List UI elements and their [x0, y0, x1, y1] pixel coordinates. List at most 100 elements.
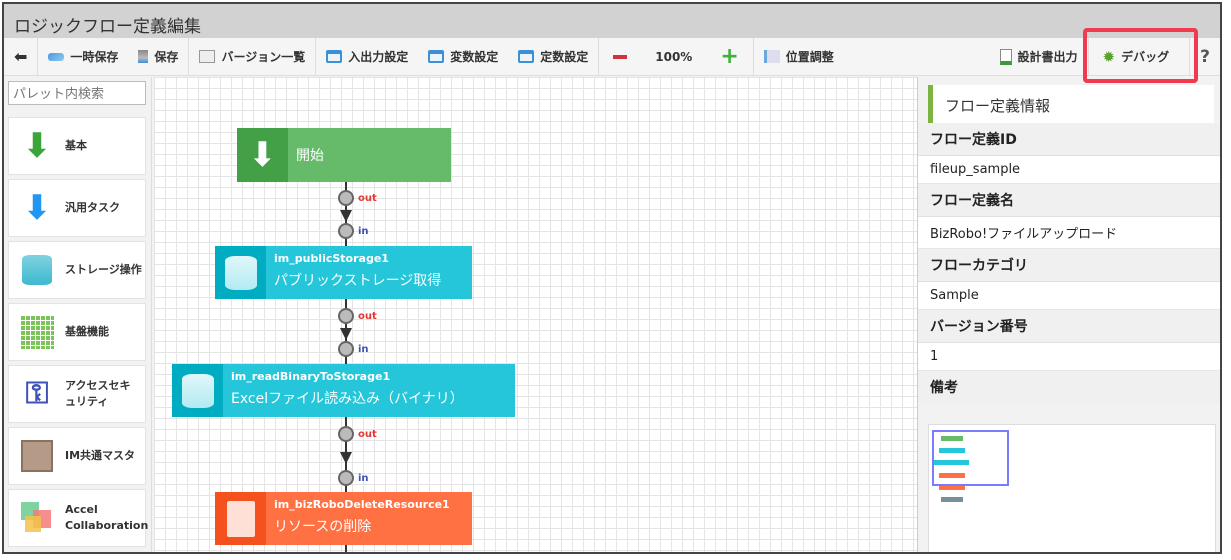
arrow-icon [340, 328, 352, 340]
out-port-label: out [358, 429, 377, 440]
palette-item-label: IM共通マスタ [65, 449, 136, 462]
property-value: fileup_sample [918, 156, 1220, 184]
save-label: 保存 [154, 50, 179, 64]
const-settings-button[interactable]: 定数設定 [508, 38, 598, 75]
palette-item-storage[interactable]: ストレージ操作 [8, 241, 146, 299]
node-id: im_publicStorage1 [274, 252, 389, 265]
property-value: Sample [918, 282, 1220, 310]
minimap-node [939, 485, 965, 490]
temp-save-label: 一時保存 [70, 50, 119, 64]
minimap-node [939, 448, 965, 453]
minimap-viewport[interactable] [932, 430, 1009, 486]
platform-icon [17, 312, 57, 352]
storage-icon [17, 250, 57, 290]
align-button[interactable]: 位置調整 [754, 38, 844, 75]
property-key: バージョン番号 [918, 310, 1220, 343]
out-port[interactable] [338, 426, 354, 442]
io-settings-button[interactable]: 入出力設定 [316, 38, 418, 75]
window-icon [518, 50, 535, 63]
arrow-icon [340, 210, 352, 222]
back-arrow-icon: ⬅ [14, 47, 28, 66]
zoom-in-button[interactable]: + [706, 38, 752, 75]
io-settings-label: 入出力設定 [348, 50, 409, 64]
highlight-box [1083, 28, 1198, 83]
out-port[interactable] [338, 190, 354, 206]
palette-item-label: 基本 [65, 139, 87, 152]
node-label: リソースの削除 [274, 519, 372, 535]
minimap-node [934, 460, 969, 465]
properties-header: フロー定義情報 [928, 85, 1214, 123]
in-port-label: in [358, 226, 369, 237]
palette-item-platform[interactable]: 基盤機能 [8, 303, 146, 361]
flow-node-start[interactable]: ⬇ 開始 [237, 128, 451, 182]
in-port-label: in [358, 473, 369, 484]
align-icon [763, 50, 780, 63]
key-icon: ⚿ [25, 376, 49, 411]
out-port-label: out [358, 193, 377, 204]
palette-item-label: ストレージ操作 [65, 263, 142, 276]
debug-button[interactable]: ✹ デバッグ [1089, 38, 1190, 75]
palette-item-label: 基盤機能 [65, 325, 109, 338]
zoom-out-button[interactable] [599, 38, 641, 75]
property-value: 1 [918, 343, 1220, 371]
palette-item-basic[interactable]: ⬇基本 [8, 117, 146, 175]
palette-panel: ⬇基本 ⬇ 汎用タスク ストレージ操作 基盤機能 ⚿アクセスセキュリティ IM共通… [4, 77, 152, 552]
list-icon [199, 50, 216, 63]
node-id: im_bizRoboDeleteResource1 [274, 498, 450, 511]
window-title: ロジックフロー定義編集 [4, 4, 1220, 38]
version-list-button[interactable]: バージョン一覧 [189, 38, 315, 75]
debug-label: デバッグ [1121, 50, 1170, 64]
out-port[interactable] [338, 308, 354, 324]
minimap-node [941, 497, 963, 502]
version-list-label: バージョン一覧 [221, 50, 306, 64]
temp-save-icon [48, 52, 65, 61]
minimap-node [941, 436, 963, 441]
minus-icon [613, 54, 628, 59]
zoom-level-label: 100% [655, 49, 693, 64]
plus-icon: + [720, 44, 739, 69]
property-value: BizRobo!ファイルアップロード [918, 217, 1220, 249]
out-port-label: out [358, 311, 377, 322]
flow-canvas[interactable]: ⬇ 開始 out in im_publicStorage1 パブリックストレージ取… [154, 77, 918, 552]
bug-icon: ✹ [1102, 47, 1116, 66]
property-key: フロー定義名 [918, 184, 1220, 217]
node-label: パブリックストレージ取得 [274, 273, 442, 289]
in-port[interactable] [338, 223, 354, 239]
property-key: 備考 [918, 371, 1220, 403]
collaboration-icon [17, 498, 57, 538]
logic-flow-editor-window: ロジックフロー定義編集 ⬅ 一時保存 保存 バージョン一覧 入出力設定 変数設定… [2, 2, 1222, 554]
flow-node-delete-resource[interactable]: im_bizRoboDeleteResource1 リソースの削除 [215, 492, 472, 545]
export-doc-button[interactable]: 設計書出力 [990, 38, 1088, 75]
storage-icon [215, 246, 266, 299]
toolbar: ⬅ 一時保存 保存 バージョン一覧 入出力設定 変数設定 定数設定 100% +… [4, 38, 1220, 76]
palette-item-label: 汎用タスク [65, 201, 120, 214]
palette-item-label: Accel Collaboration [65, 503, 149, 532]
in-port[interactable] [338, 341, 354, 357]
help-icon: ? [1200, 46, 1210, 67]
palette-item-im-master[interactable]: IM共通マスタ [8, 427, 146, 485]
save-button[interactable]: 保存 [128, 38, 188, 75]
general-task-icon: ⬇ [22, 188, 52, 228]
align-label: 位置調整 [785, 50, 834, 64]
temp-save-button[interactable]: 一時保存 [38, 38, 128, 75]
storage-icon [172, 364, 223, 417]
palette-item-accel-collaboration[interactable]: Accel Collaboration [8, 489, 149, 547]
in-port[interactable] [338, 470, 354, 486]
property-key: フローカテゴリ [918, 249, 1220, 282]
node-label: 開始 [296, 148, 324, 164]
back-button[interactable]: ⬅ [4, 38, 37, 75]
var-settings-button[interactable]: 変数設定 [418, 38, 508, 75]
property-key: フロー定義ID [918, 123, 1220, 156]
palette-search-input[interactable] [8, 81, 146, 105]
minimap[interactable] [928, 424, 1216, 552]
document-icon [999, 48, 1012, 65]
flow-node-public-storage[interactable]: im_publicStorage1 パブリックストレージ取得 [215, 246, 472, 299]
window-icon [326, 50, 343, 63]
palette-item-general-task[interactable]: ⬇ 汎用タスク [8, 179, 146, 237]
arrow-icon [340, 452, 352, 464]
palette-item-access-security[interactable]: ⚿アクセスセキュリティ [8, 365, 146, 423]
node-label: Excelファイル読み込み（バイナリ） [231, 391, 464, 407]
start-arrow-icon: ⬇ [237, 128, 288, 182]
help-button[interactable]: ? [1190, 38, 1220, 75]
